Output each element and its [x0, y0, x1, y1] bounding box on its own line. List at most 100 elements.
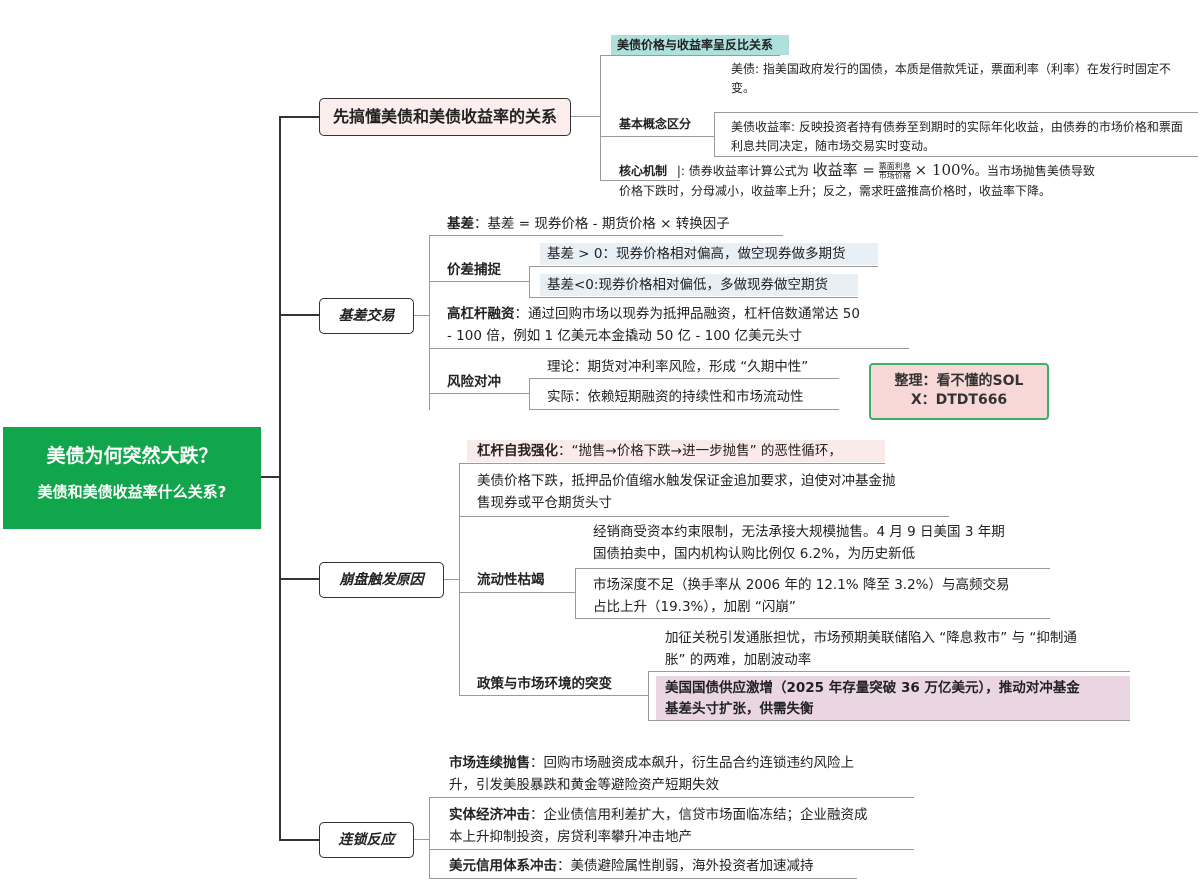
mechanism-label: 核心机制 [619, 164, 668, 178]
formula-lhs: 收益率 = [812, 161, 875, 179]
policy-item-tariff-l2: 胀” 的两难，加剧波动率 [665, 652, 812, 668]
leverage-cycle-text: 杠杆自我强化：“抛售→价格下跌→进一步抛售” 的恶性循环， [477, 440, 842, 462]
connector [429, 797, 914, 798]
connector [648, 671, 649, 721]
connector [600, 180, 680, 181]
connector [600, 55, 601, 180]
connector-b1 [279, 116, 319, 118]
root-title: 美债为何突然大跌？ [46, 445, 218, 467]
chain-item-text: ：回购市场融资成本飙升，衍生品合约连锁违约风险上 [530, 755, 854, 771]
policy-item-tariff-l1: 加征关税引发通胀担忧，市场预期美联储陷入 “降息救市” 与 “抑制通 [665, 630, 1077, 646]
leverage-text: ：通过回购市场以现券为抵押品融资，杠杆倍数通常达 50 [514, 306, 860, 322]
connector [459, 592, 575, 593]
connector [414, 839, 430, 840]
connector [429, 393, 529, 394]
connector [575, 618, 1050, 619]
formula-denominator: 市场价格 [878, 171, 911, 180]
concept-label: 基本概念区分 [619, 117, 692, 131]
connector [429, 878, 857, 879]
branch-node-chain-reaction[interactable]: 连锁反应 [319, 822, 414, 858]
connector [459, 463, 885, 464]
branch-node-crash-triggers[interactable]: 崩盘触发原因 [319, 562, 444, 598]
leverage-line1: 高杠杆融资：通过回购市场以现券为抵押品融资，杠杆倍数通常达 50 [447, 303, 860, 325]
leverage-label: 高杠杆融资 [447, 306, 515, 322]
liquidity-item-dealers-l1: 经销商受资本约束限制，无法承接大规模抛售。4 月 9 日美国 3 年期 [593, 524, 1005, 540]
note-line2: X：DTDT666 [910, 392, 1008, 408]
liquidity-item-depth-l1: 市场深度不足（换手率从 2006 年的 12.1% 降至 3.2%）与高频交易 [593, 577, 1010, 593]
branch-label: 先搞懂美债和美债收益率的关系 [332, 107, 557, 126]
connector [429, 235, 430, 410]
connector [444, 579, 460, 580]
connector [575, 568, 1050, 569]
connector [648, 720, 1130, 721]
connector [571, 116, 601, 117]
leverage-cycle-desc: ：“抛售→价格下跌→进一步抛售” 的恶性循环， [558, 443, 842, 459]
concept-item-yield: 美债收益率: 反映投资者持有债券至到期时的实际年化收益，由债券的市场价格和票面利… [731, 120, 1183, 153]
formula-fraction: 票面利息 市场价格 [878, 162, 911, 180]
relation-header: 美债价格与收益率呈反比关系 [611, 35, 789, 55]
connector [575, 568, 576, 618]
root-node[interactable]: 美债为何突然大跌？ 美债和美债收益率什么关系? [3, 427, 261, 529]
chain-item-sell-off-l2: 升，引发美股暴跌和黄金等避险资产短期失效 [449, 777, 719, 793]
concept-item-bond: 美债: 指美国政府发行的国债，本质是借款凭证，票面利率（利率）在发行时固定不变。 [731, 62, 1171, 95]
policy-label: 政策与市场环境的突变 [477, 676, 612, 692]
branch-node-basis-trade[interactable]: 基差交易 [319, 298, 414, 334]
branch-node-bond-yield-relation[interactable]: 先搞懂美债和美债收益率的关系 [319, 98, 571, 136]
root-subtitle: 美债和美债收益率什么关系? [37, 483, 227, 501]
basis-definition: 基差：基差 = 现券价格 - 期货价格 × 转换因子 [447, 213, 730, 235]
mechanism-suffix: 。当市场抛售美债导致 [974, 164, 1095, 178]
connector [714, 112, 715, 157]
connector [414, 315, 430, 316]
mechanism-row: 核心机制 |: 债券收益率计算公式为 收益率 = 票面利息 市场价格 × 100… [619, 159, 1095, 182]
connector [714, 156, 1198, 157]
connector [429, 348, 909, 349]
spread-item-positive-text: 基差 > 0：现券价格相对偏高，做空现券做多期货 [547, 246, 846, 262]
connector [714, 112, 1198, 113]
connector [429, 235, 783, 236]
connector [600, 55, 780, 56]
connector [529, 378, 530, 410]
connector-b3 [279, 578, 319, 580]
connector [429, 797, 430, 879]
chain-item-dollar-credit: 美元信用体系冲击：美债避险属性削弱，海外投资者加速减持 [449, 855, 814, 877]
branch-label: 基差交易 [338, 308, 395, 324]
chain-item-label: 市场连续抛售 [449, 755, 530, 771]
connector [529, 378, 839, 379]
hedge-item-practice: 实际：依赖短期融资的持续性和市场流动性 [547, 389, 804, 405]
connector-trunk [279, 116, 281, 841]
margin-call-line2: 售现券或平仓期货头寸 [477, 495, 612, 511]
mechanism-prefix: |: 债券收益率计算公式为 [676, 164, 809, 178]
connector [529, 409, 839, 410]
connector [600, 136, 714, 137]
note-line1: 整理：看不懂的SOL [894, 373, 1024, 389]
connector [429, 849, 914, 850]
connector [459, 516, 949, 517]
branch-label: 连锁反应 [338, 832, 395, 848]
basis-text: ：基差 = 现券价格 - 期货价格 × 转换因子 [474, 216, 730, 232]
connector [529, 266, 878, 267]
chain-item-real-economy-l2: 本上升抑制投资，房贷利率攀升冲击地产 [449, 829, 692, 845]
connector [459, 463, 460, 695]
connector [648, 671, 1130, 672]
leverage-cycle-label: 杠杆自我强化 [477, 443, 558, 459]
formula-rhs: × 100% [914, 161, 975, 179]
connector [459, 695, 649, 696]
chain-item-real-economy-l1: 实体经济冲击：企业债信用利差扩大，信贷市场面临冻结；企业融资成 [449, 804, 868, 826]
spread-item-positive [540, 243, 878, 265]
connector-root [261, 476, 281, 478]
leverage-line2: - 100 倍，例如 1 亿美元本金撬动 50 亿 - 100 亿美元头寸 [447, 328, 803, 344]
liquidity-label: 流动性枯竭 [477, 572, 545, 588]
connector-b4 [279, 839, 319, 841]
liquidity-item-depth-l2: 占比上升（19.3%），加剧 “闪崩” [593, 599, 796, 615]
chain-item-label: 实体经济冲击 [449, 807, 530, 823]
policy-item-supply-l1: 美国国债供应激增（2025 年存量突破 36 万亿美元），推动对冲基金 [665, 680, 1080, 696]
connector [529, 266, 530, 298]
chain-item-label: 美元信用体系冲击 [449, 858, 557, 874]
connector [429, 281, 529, 282]
basis-label: 基差 [447, 216, 474, 232]
connector [529, 297, 858, 298]
leverage-cycle-header [467, 440, 885, 462]
liquidity-item-dealers-l2: 国债拍卖中，国内机构认购比例仅 6.2%，为历史新低 [593, 546, 916, 562]
chain-item-text: ：企业债信用利差扩大，信贷市场面临冻结；企业融资成 [530, 807, 868, 823]
formula-numerator: 票面利息 [878, 162, 911, 172]
